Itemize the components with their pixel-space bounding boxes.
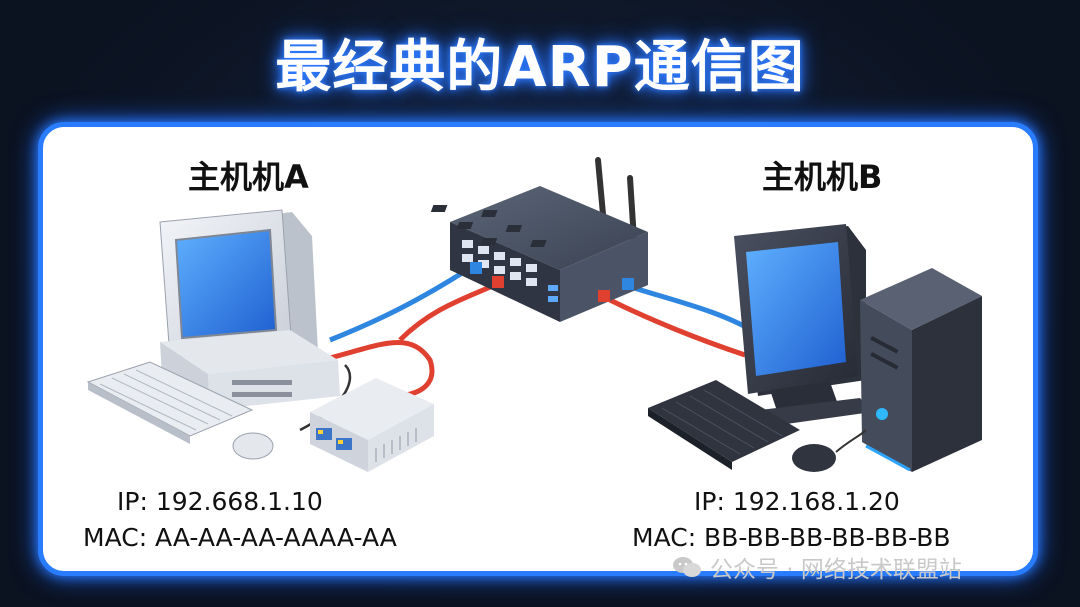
wechat-icon — [673, 557, 701, 577]
host-b-label: 主机机B — [762, 158, 883, 196]
host-a-ip: IP: 192.668.1.10 — [117, 487, 323, 516]
host-b-ip: IP: 192.168.1.20 — [694, 487, 900, 516]
page-title: 最经典的ARP通信图 — [275, 35, 805, 100]
keyboard-icon-b — [648, 380, 800, 470]
host-b-mac: MAC: BB-BB-BB-BB-BB-BB — [632, 523, 951, 552]
mouse-icon-b — [792, 429, 867, 472]
host-a-info: IP: 192.668.1.10 MAC: AA-AA-AA-AAAA-AA — [83, 484, 397, 556]
keyboard-icon — [86, 361, 254, 444]
network-switch-icon — [430, 157, 648, 322]
mouse-icon — [232, 432, 274, 460]
router-icon — [310, 378, 434, 472]
host-a-label: 主机机A — [188, 158, 309, 196]
host-b-info: IP: 192.168.1.20 MAC: BB-BB-BB-BB-BB-BB — [632, 484, 951, 556]
desktop-case-icon — [160, 330, 340, 410]
cable-blue-a — [329, 265, 472, 343]
lcd-monitor-icon — [734, 224, 872, 426]
crt-monitor-icon — [159, 209, 318, 360]
desktop-tower-icon — [860, 268, 982, 472]
watermark: 公众号 · 网络技术联盟站 — [672, 550, 962, 584]
host-a-mac: MAC: AA-AA-AA-AAAA-AA — [83, 523, 397, 552]
watermark-text: 公众号 · 网络技术联盟站 — [710, 557, 962, 583]
cable-red-b — [608, 297, 746, 358]
